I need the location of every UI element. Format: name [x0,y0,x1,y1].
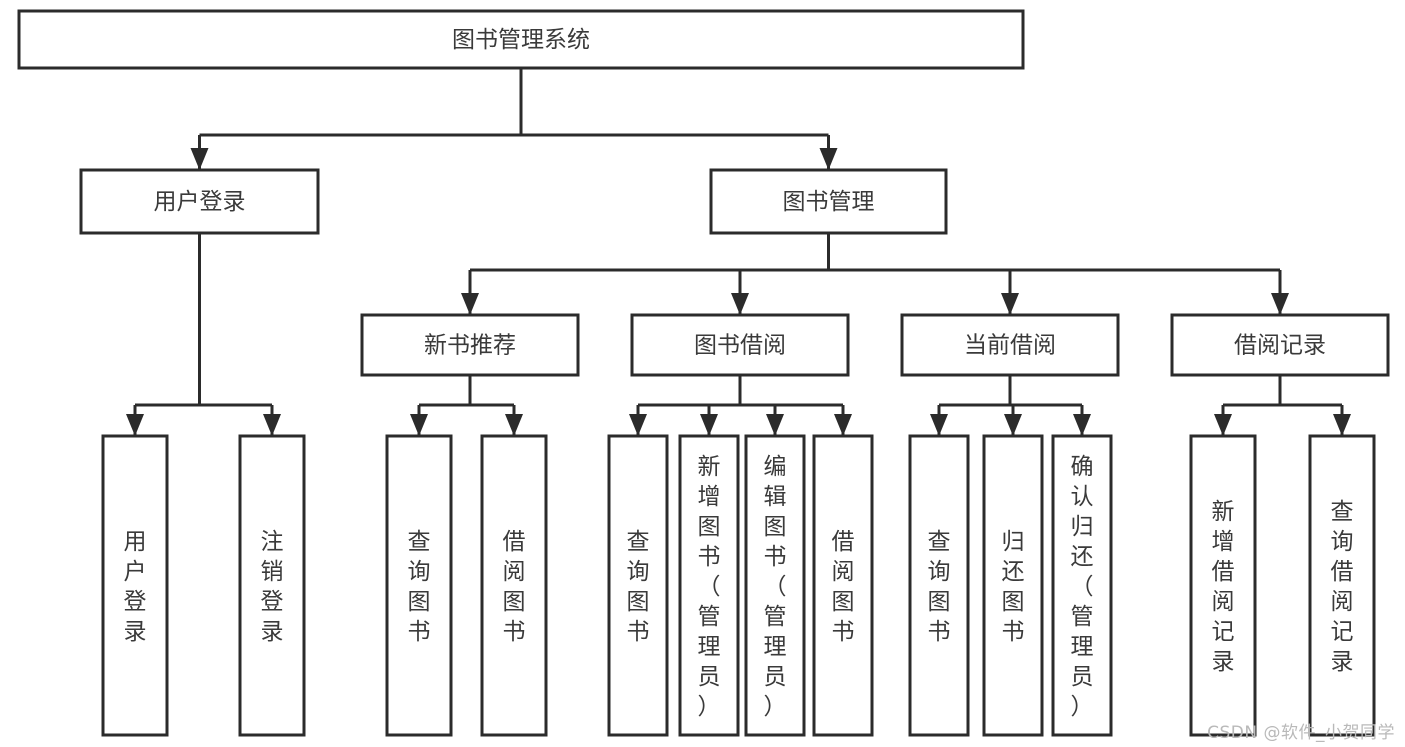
node-box-leaf-creturn[interactable] [982,434,1044,737]
node-label-leaf-cq: 查询图书 [928,529,951,645]
node-box-leaf-cq[interactable] [908,434,970,737]
node-label-leaf-radd: 新增借阅记录 [1212,499,1235,675]
connector-layer [126,68,1351,436]
node-leaf-nb-query[interactable]: 查询图书 [385,434,453,737]
node-box-current[interactable] [900,313,1120,377]
node-label-root: 图书管理系统 [452,27,590,53]
node-box-leaf-bborrow[interactable] [812,434,874,737]
node-label-bookmgmt: 图书管理 [783,189,875,215]
node-leaf-rquery[interactable]: 查询借阅记录 [1308,434,1376,737]
node-box-leaf-cconfirm[interactable] [1051,434,1113,737]
node-label-leaf-cconfirm: 确认归还（管理员） [1071,454,1094,720]
node-box-leaf-bq[interactable] [607,434,669,737]
node-box-records[interactable] [1170,313,1390,377]
node-box-leaf-rquery[interactable] [1308,434,1376,737]
node-records[interactable]: 借阅记录 [1170,313,1390,377]
node-label-leaf-rquery: 查询借阅记录 [1331,499,1354,675]
node-leaf-logout[interactable]: 注销登录 [238,434,306,737]
connector-group [410,375,523,436]
node-borrow[interactable]: 图书借阅 [630,313,850,377]
node-box-leaf-logout[interactable] [238,434,306,737]
node-current[interactable]: 当前借阅 [900,313,1120,377]
node-box-leaf-nb-borrow[interactable] [480,434,548,737]
connector-group [461,233,1289,315]
connector-group [930,375,1091,436]
node-leaf-cconfirm[interactable]: 确认归还（管理员） [1051,434,1113,737]
node-label-newbooks: 新书推荐 [424,333,516,359]
node-box-leaf-nb-query[interactable] [385,434,453,737]
node-label-leaf-bborrow: 借阅图书 [832,529,855,645]
node-leaf-badd[interactable]: 新增图书（管理员） [678,434,740,737]
connector-group [629,375,852,436]
watermark-label: CSDN @软件_小贺同学 [1207,723,1395,743]
node-label-login: 用户登录 [154,189,246,215]
node-label-leaf-badd: 新增图书（管理员） [698,454,721,720]
node-leaf-cq[interactable]: 查询图书 [908,434,970,737]
node-label-leaf-bedit: 编辑图书（管理员） [764,454,787,720]
node-leaf-creturn[interactable]: 归还图书 [982,434,1044,737]
node-leaf-bq[interactable]: 查询图书 [607,434,669,737]
node-leaf-nb-borrow[interactable]: 借阅图书 [480,434,548,737]
node-box-leaf-login[interactable] [101,434,169,737]
node-label-records: 借阅记录 [1234,333,1326,359]
node-bookmgmt[interactable]: 图书管理 [709,168,948,235]
node-box-newbooks[interactable] [360,313,580,377]
node-leaf-bborrow[interactable]: 借阅图书 [812,434,874,737]
connector-group [126,233,281,436]
node-label-leaf-bq: 查询图书 [627,529,650,645]
node-box-root[interactable] [17,9,1025,70]
node-box-bookmgmt[interactable] [709,168,948,235]
connector-group [190,68,838,170]
node-layer: 图书管理系统用户登录图书管理新书推荐图书借阅当前借阅借阅记录用户登录注销登录查询… [17,9,1390,737]
node-leaf-login[interactable]: 用户登录 [101,434,169,737]
node-box-borrow[interactable] [630,313,850,377]
connector-group [1214,375,1351,436]
node-box-leaf-badd[interactable] [678,434,740,737]
node-label-leaf-login: 用户登录 [124,529,147,645]
node-label-current: 当前借阅 [964,333,1056,359]
node-box-login[interactable] [79,168,320,235]
node-box-leaf-radd[interactable] [1189,434,1257,737]
node-leaf-radd[interactable]: 新增借阅记录 [1189,434,1257,737]
node-label-leaf-nb-borrow: 借阅图书 [503,529,526,645]
node-label-borrow: 图书借阅 [694,333,786,359]
node-newbooks[interactable]: 新书推荐 [360,313,580,377]
node-leaf-bedit[interactable]: 编辑图书（管理员） [744,434,806,737]
node-label-leaf-nb-query: 查询图书 [408,529,431,645]
node-login[interactable]: 用户登录 [79,168,320,235]
node-label-leaf-logout: 注销登录 [261,529,284,645]
node-label-leaf-creturn: 归还图书 [1002,529,1025,645]
node-box-leaf-bedit[interactable] [744,434,806,737]
node-root[interactable]: 图书管理系统 [17,9,1025,70]
